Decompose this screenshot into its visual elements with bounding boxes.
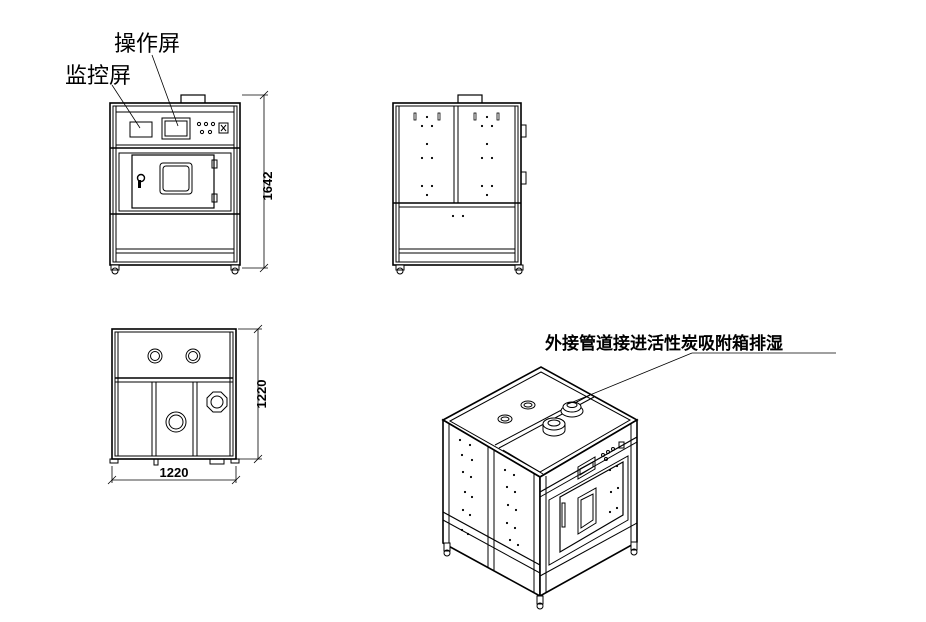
fastener-dot [430, 184, 434, 188]
fastener-dot [425, 193, 429, 197]
monitor-screen-label: 监控屏 [65, 64, 131, 89]
fastener-dot [470, 495, 474, 499]
fastener-slot [413, 112, 417, 121]
fastener-dot [420, 124, 424, 128]
fastener-dot [490, 156, 494, 160]
front-view [109, 54, 269, 275]
fastener-dot [608, 468, 612, 472]
fastener-dot [513, 526, 517, 530]
fastener-dot [516, 543, 520, 547]
fastener-dot [490, 184, 494, 188]
depth-dimension: 1220 [254, 380, 269, 409]
fastener-dot [463, 490, 467, 494]
fastener-dot [512, 473, 516, 477]
fastener-dot [490, 124, 494, 128]
fastener-dot [513, 490, 517, 494]
fastener-dot [461, 214, 465, 218]
fastener-dot [480, 156, 484, 160]
fastener-dot [430, 124, 434, 128]
fastener-dot [468, 443, 472, 447]
fastener-dot [505, 521, 509, 525]
isometric-panel-fasteners [458, 438, 620, 547]
back-panel-fasteners [413, 112, 500, 218]
fastener-dot [480, 184, 484, 188]
exhaust-note: 外接管道接进活性炭吸附箱排湿 [545, 333, 783, 354]
fastener-dot [514, 508, 518, 512]
fastener-slot [496, 112, 500, 121]
fastener-dot [615, 506, 619, 510]
fastener-dot [460, 528, 464, 532]
fastener-dot [420, 184, 424, 188]
fastener-dot [420, 156, 424, 160]
fastener-dot [485, 193, 489, 197]
height-dimension: 1642 [260, 172, 275, 201]
fastener-dot [608, 510, 612, 514]
fastener-dot [458, 438, 462, 442]
fastener-dot [461, 508, 465, 512]
back-view [392, 94, 527, 275]
isometric-view [441, 352, 836, 610]
fastener-dot [615, 464, 619, 468]
fastener-dot [505, 485, 509, 489]
fastener-dot [468, 513, 472, 517]
fastener-dot [503, 468, 507, 472]
fastener-slot [437, 112, 441, 121]
fastener-dot [616, 486, 620, 490]
fastener-dot [430, 156, 434, 160]
width-dimension: 1220 [160, 465, 189, 480]
fastener-dot [485, 115, 489, 119]
operation-screen-label: 操作屏 [114, 32, 180, 57]
fastener-dot [425, 115, 429, 119]
fastener-dot [506, 503, 510, 507]
fastener-dot [469, 475, 473, 479]
fastener-dot [466, 532, 470, 536]
fastener-dot [425, 142, 429, 146]
fastener-slot [473, 112, 477, 121]
fastener-dot [451, 214, 455, 218]
fastener-dot [480, 124, 484, 128]
fastener-dot [485, 142, 489, 146]
fastener-dot [609, 490, 613, 494]
monitor-screen-drawing [129, 121, 153, 138]
fastener-dot [460, 453, 464, 457]
fastener-dot [461, 470, 465, 474]
fastener-dot [470, 458, 474, 462]
operation-screen-drawing [161, 117, 191, 140]
fastener-dot [508, 538, 512, 542]
top-view [107, 324, 263, 485]
